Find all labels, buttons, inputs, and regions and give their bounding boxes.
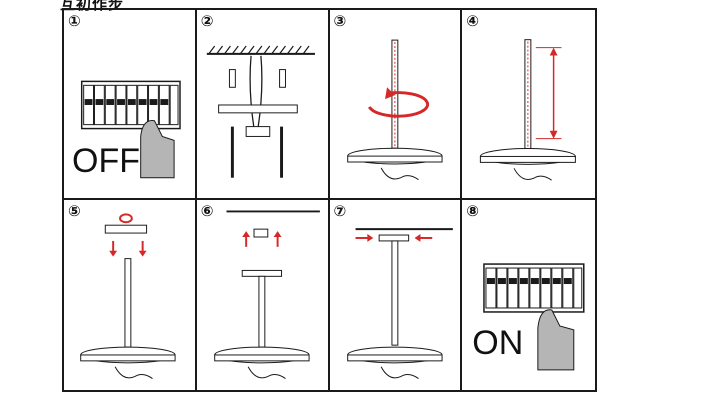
step-number: ④	[466, 12, 479, 30]
step-panel-3: ③	[329, 10, 463, 200]
step-panel-7: ⑦	[330, 200, 463, 390]
step-number: ①	[68, 12, 81, 30]
step-panel-1: ① OFF	[64, 10, 197, 200]
step-panel-2: ②	[196, 10, 330, 200]
step-panel-5: ⑤	[64, 200, 197, 390]
step-number: ②	[200, 12, 214, 30]
on-label: ON	[472, 324, 524, 362]
step-number: ③	[333, 12, 347, 30]
measure-height-illustration	[480, 39, 577, 181]
rotate-downrod-illustration	[346, 39, 443, 181]
attach-canopy-illustration	[80, 213, 176, 379]
off-label: OFF	[72, 142, 140, 180]
raise-to-ceiling-illustration	[213, 210, 320, 379]
step-number: ⑤	[68, 202, 81, 220]
step-panel-6: ⑥	[197, 200, 330, 390]
breaker-on-illustration	[483, 263, 585, 371]
secure-canopy-illustration	[346, 228, 453, 379]
installation-steps-grid: ① OFF ②	[62, 8, 597, 392]
breaker-off-illustration	[80, 80, 181, 179]
step-panel-4: ④	[462, 10, 595, 200]
ceiling-bracket-illustration	[206, 45, 315, 178]
step-panel-8: ⑧ ON	[462, 200, 595, 390]
step-number: ⑦	[333, 202, 347, 220]
step-number: ⑧	[466, 202, 479, 220]
step-number: ⑥	[200, 202, 214, 220]
